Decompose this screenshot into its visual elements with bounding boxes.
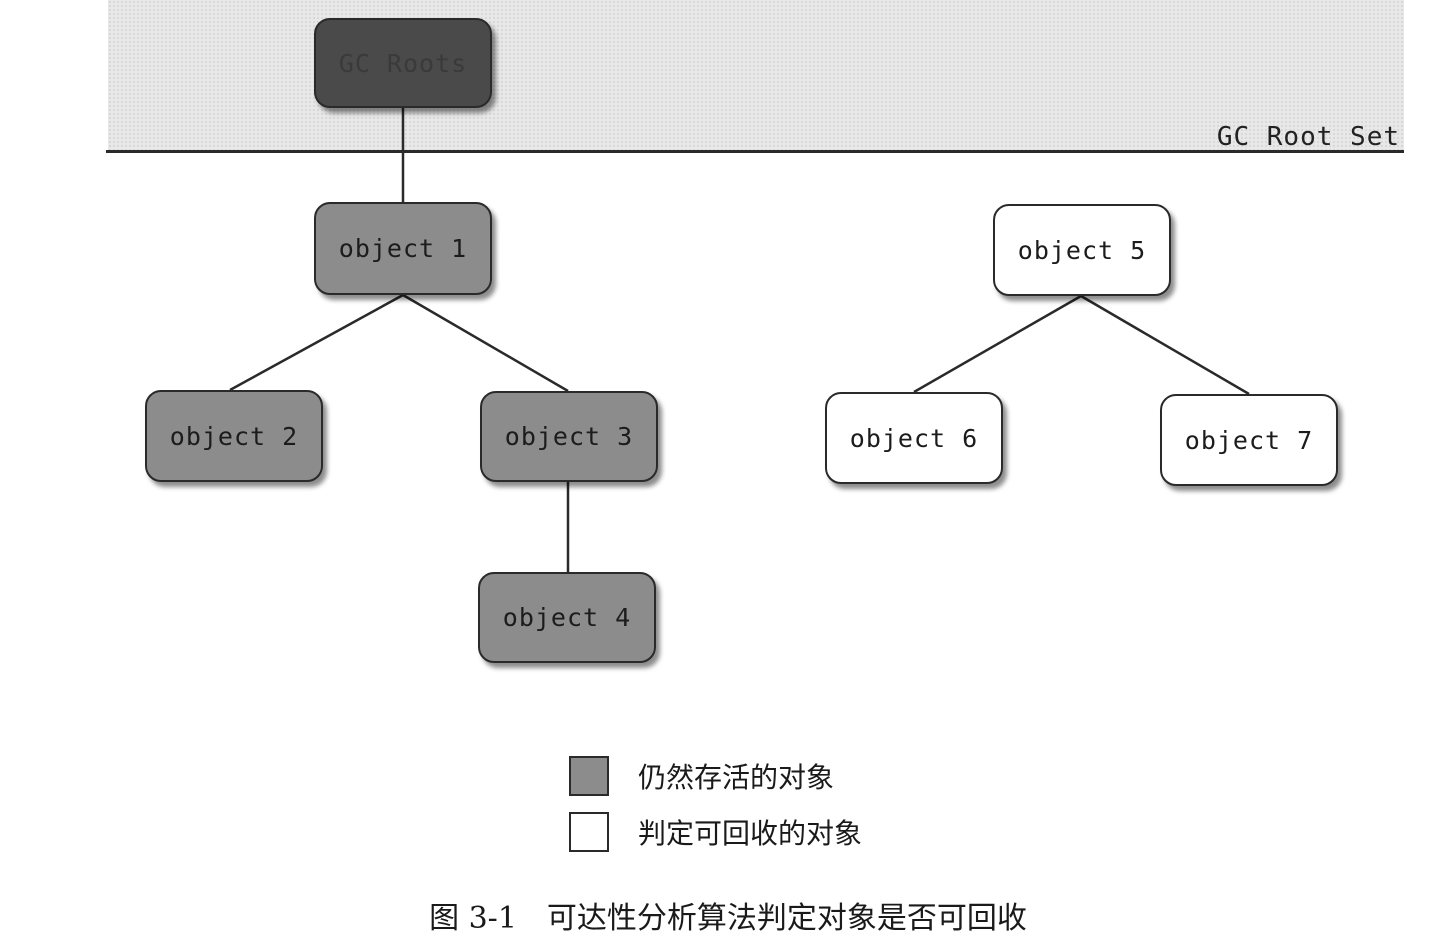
object-4-label: object 4 <box>502 603 632 632</box>
legend-collectable-swatch <box>569 812 609 852</box>
figure-number: 图 3-1 <box>429 901 517 936</box>
edge-object1-object2 <box>229 293 404 392</box>
object-5-label: object 5 <box>1017 235 1147 265</box>
edge-object5-object6 <box>913 294 1082 394</box>
object-5-node: object 5 <box>993 204 1171 296</box>
legend-alive-swatch <box>569 756 609 796</box>
object-6-node: object 6 <box>825 392 1003 484</box>
gc-roots-node: GC Roots <box>314 18 492 108</box>
object-7-node: object 7 <box>1160 394 1338 486</box>
edge-object5-object7 <box>1080 294 1250 396</box>
gc-root-set-label: GC Root Set <box>1216 122 1400 152</box>
object-2-label: object 2 <box>169 421 299 451</box>
object-4-node: object 4 <box>478 572 656 663</box>
figure-title: 可达性分析算法判定对象是否可回收 <box>546 901 1027 936</box>
object-6-label: object 6 <box>849 423 979 453</box>
legend-collectable-label: 判定可回收的对象 <box>638 817 863 850</box>
figure-caption: 图 3-1 可达性分析算法判定对象是否可回收 <box>0 893 1456 937</box>
object-1-node: object 1 <box>314 202 492 295</box>
legend-alive-label: 仍然存活的对象 <box>638 761 835 794</box>
gc-root-set-boundary <box>106 150 1404 153</box>
object-7-label: object 7 <box>1184 425 1314 455</box>
gc-roots-label: GC Roots <box>338 48 468 78</box>
object-3-node: object 3 <box>480 391 658 482</box>
edge-object1-object3 <box>402 293 569 393</box>
object-2-node: object 2 <box>145 390 323 482</box>
object-1-label: object 1 <box>338 234 468 263</box>
object-3-label: object 3 <box>504 422 634 451</box>
